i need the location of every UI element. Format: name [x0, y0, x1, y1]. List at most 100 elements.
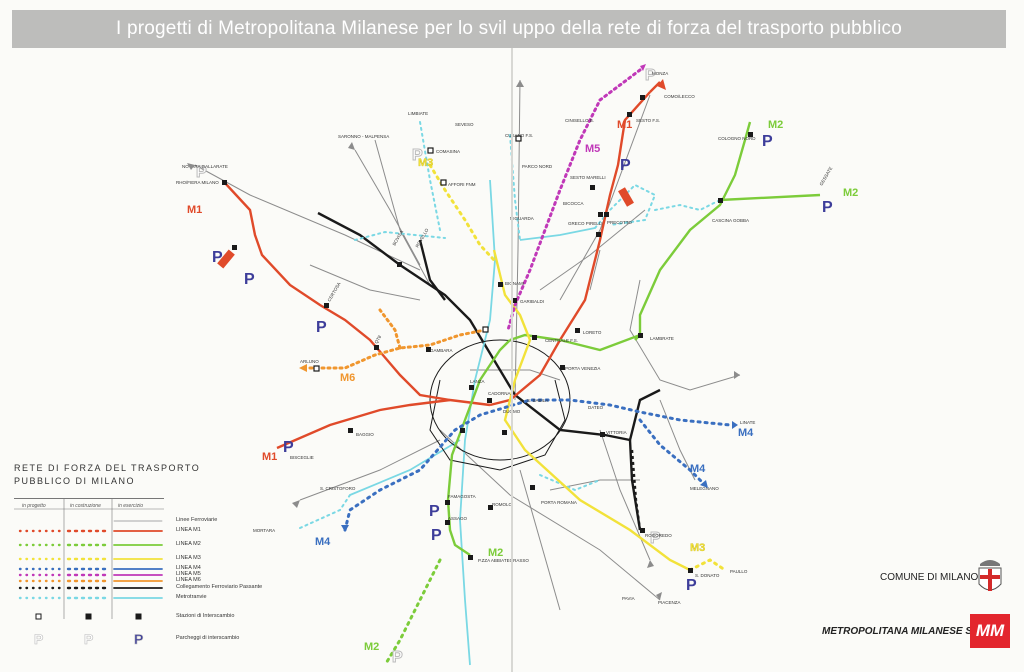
station-label: MORTARA: [253, 528, 275, 533]
station-label: LINATE: [740, 420, 755, 425]
m1-label: M1: [187, 204, 202, 216]
legend-col-progetto: in progetto: [22, 503, 46, 509]
legend-row-label: Collegamento Ferroviario Passante: [176, 584, 263, 590]
station-label: ROGOREDO: [645, 533, 672, 538]
m1-arrow-icon: [657, 79, 666, 90]
legend-row-label: Parcheggi di interscambio: [176, 635, 240, 641]
parking-icon: P: [316, 319, 327, 336]
arrow-icon: [516, 80, 524, 87]
station-label: S. DONATO: [695, 573, 720, 578]
m5-label: M5: [585, 143, 600, 155]
station-label: COMO/LECCO: [664, 94, 695, 99]
legend-row-label: LINEA M5: [176, 571, 201, 577]
comune-label: COMUNE DI MILANO: [880, 572, 979, 583]
mm-logo: MM: [970, 614, 1010, 648]
metrotranvia-lines: [349, 179, 596, 666]
legend-parking-swatch: P: [34, 631, 43, 647]
station-label: BIGNAMI: [505, 281, 524, 286]
parking-icon: P: [620, 157, 631, 174]
m4-arrow-icon: [341, 525, 349, 532]
station-label: SARONNO - MALPENSA: [338, 134, 389, 139]
legend-row-label: LINEA M6: [176, 577, 201, 583]
m4-label: M4: [690, 463, 706, 475]
title-banner: I progetti di Metropolitana Milanese per…: [12, 10, 1006, 48]
arrow-icon: [656, 592, 662, 600]
m4-arrow-icon: [700, 480, 708, 488]
station-label: PAULLO: [730, 569, 748, 574]
legend-col-costruzione: in costruzione: [70, 503, 101, 509]
arrow-icon: [187, 163, 195, 170]
parking-icons: P P P P P P P P P P: [212, 133, 833, 594]
station-label: AFFORI FNM: [448, 182, 476, 187]
line-labels: M1 M1 M1 M2 M2 M2 M2 M3 M3 M4 M4 M4 M5 M…: [187, 119, 858, 653]
station-label: LANZA: [470, 379, 485, 384]
parking-icon: P: [762, 133, 773, 150]
legend-table: in progetto in costruzione in esercizio …: [14, 498, 164, 659]
legend-row-label: Stazioni di Interscambio: [176, 613, 235, 619]
station-label: BAGGIO: [356, 432, 374, 437]
parking-icon: P: [244, 271, 255, 288]
m6-line: [308, 308, 487, 370]
legend-row-label: LINEA M4: [176, 565, 201, 571]
station-label: GRECO PIRELLI: [568, 221, 603, 226]
arrow-icon: [292, 500, 300, 508]
legend: RETE DI FORZA DEL TRASPORTO PUBBLICO DI …: [14, 462, 344, 662]
parking-icon: P: [431, 527, 442, 544]
station-label: GESSATE: [819, 166, 834, 187]
passante-line: [317, 211, 661, 531]
station-label: P.ZZA ABBIATEGRASSO: [478, 558, 529, 563]
map-title: I progetti di Metropolitana Milanese per…: [116, 18, 902, 39]
m4-arrow-icon: [732, 421, 738, 429]
station-label: MONZA: [652, 71, 668, 76]
station-label: PORTA ROMANA: [541, 500, 577, 505]
station-label: FAMAGOSTA: [448, 494, 476, 499]
m1-label: M1: [617, 119, 632, 131]
parking-planned-icon: P: [196, 164, 207, 181]
m6-arrow-icon: [299, 364, 307, 372]
interchange-stations: [222, 95, 753, 573]
station-label: S. BABILA: [527, 398, 548, 403]
parking-planned-icon: P: [645, 67, 656, 84]
station-label: GAMBARA: [430, 348, 453, 353]
parking-icon: P: [283, 439, 294, 456]
m4-label: M4: [738, 427, 754, 439]
parking-icon: P: [429, 503, 440, 520]
page-fold: [511, 48, 513, 672]
depot-icon: [217, 249, 235, 269]
station-label: S. CRISTOFORO: [320, 486, 356, 491]
station-label: QT8: [374, 334, 383, 345]
m5-arrow-icon: [640, 64, 646, 71]
station-label: DATEO: [588, 405, 604, 410]
m4-label: M4: [315, 536, 331, 548]
station-label: COMASINA: [436, 149, 460, 154]
station-label: RHO/FIERA MILANO: [176, 180, 219, 185]
legend-station-swatch: [35, 613, 42, 620]
depot-icon: [618, 187, 634, 207]
parking-planned-icon: P: [392, 649, 403, 666]
station-label: PIACENZA: [658, 600, 681, 605]
station-label: MELEGNANO: [690, 486, 719, 491]
station-label: ASSAGO: [448, 516, 468, 521]
station-label: BISCEGLIE: [290, 455, 314, 460]
legend-title: RETE DI FORZA DEL TRASPORTO PUBBLICO DI …: [14, 463, 201, 486]
station-label: CENTRALE F.S.: [545, 338, 578, 343]
company-name: METROPOLITANA MILANESE SPA: [822, 626, 986, 637]
legend-parking-swatch: P: [84, 631, 93, 647]
station-label: LAMBRATE: [650, 336, 674, 341]
parking-planned-icon: P: [650, 530, 661, 547]
legend-row-label: LINEA M3: [176, 555, 201, 561]
m1-line: [224, 81, 661, 450]
m3-planned: [428, 163, 727, 572]
m1-label: M1: [262, 451, 277, 463]
planned-parking-icons: P P P P P: [196, 67, 662, 667]
m6-label: M6: [340, 372, 355, 384]
m2-line: [446, 121, 821, 556]
station-label: GARIBALDI: [520, 299, 544, 304]
legend-row-label: LINEA M2: [176, 541, 201, 547]
station-label: VITTORIA: [606, 430, 627, 435]
parking-icon: P: [212, 249, 223, 266]
planned-stations: [313, 135, 522, 372]
direction-arrows: [187, 80, 740, 600]
